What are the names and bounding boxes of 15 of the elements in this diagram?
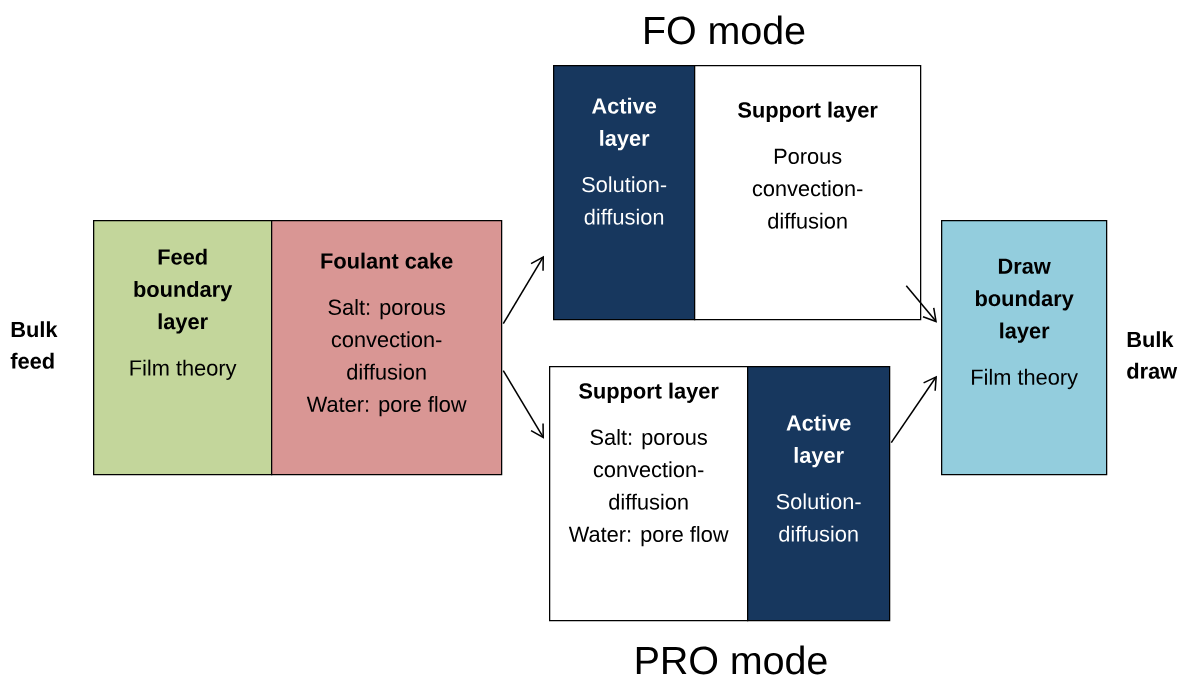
layer-box: Draw boundary layer Film theory <box>941 220 1108 476</box>
mode-title: FO mode <box>645 15 805 45</box>
layer-box: Support layer Salt: porous convection-diffusion Water: pore flow <box>549 366 749 622</box>
layer-box: Support layer Porous convection-diffusion <box>694 65 922 321</box>
mode-title: PRO mode <box>636 645 827 675</box>
arrow <box>890 375 937 444</box>
layer-box: Foulant cake Salt: porous convection-diffusion Water: pore flow <box>271 220 503 476</box>
arrow <box>905 284 937 323</box>
layer-box: Active layer Solution-diffusion <box>747 366 891 622</box>
side-label: Bulk draw <box>1127 331 1178 379</box>
arrow <box>502 255 544 325</box>
arrow <box>502 369 544 439</box>
layer-box: Active layer Solution-diffusion <box>553 65 696 321</box>
layer-box: Feed boundary layer Film theory <box>93 220 273 476</box>
side-label: Bulk feed <box>10 321 58 369</box>
